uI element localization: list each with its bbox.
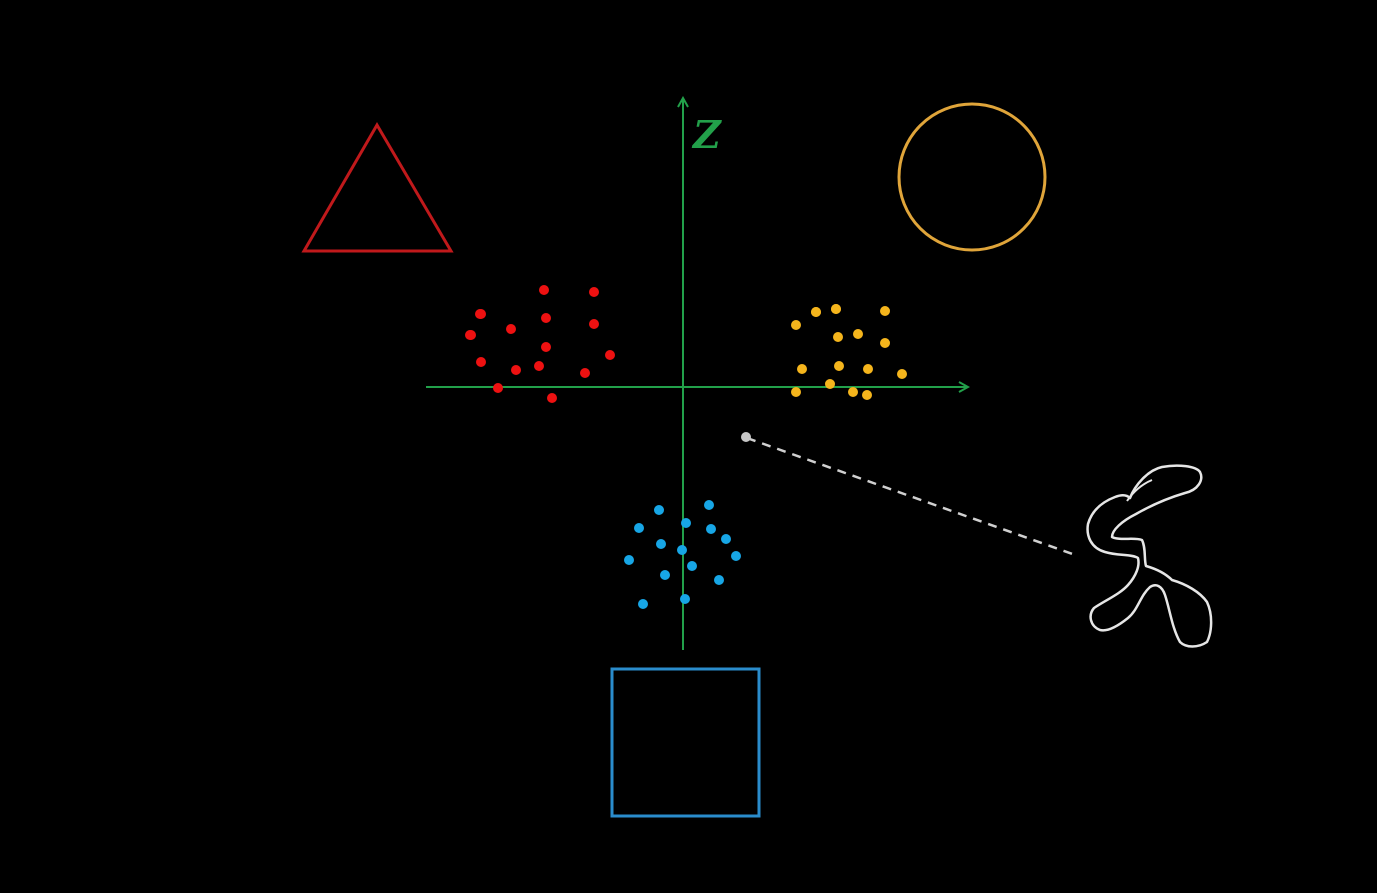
red-point-5 [541, 313, 551, 323]
blue-point-6 [656, 539, 666, 549]
query-point [741, 432, 751, 442]
red-point-14 [493, 383, 503, 393]
vertical-axis-label: Z [691, 112, 722, 157]
yellow-point-8 [797, 364, 807, 374]
blue-point-12 [660, 570, 670, 580]
blue-point-1 [654, 505, 664, 515]
yellow-point-12 [825, 379, 835, 389]
yellow-point-11 [897, 369, 907, 379]
red-point-17 [475, 309, 485, 319]
red-point-9 [476, 357, 486, 367]
blue-point-9 [731, 551, 741, 561]
blue-point-15 [680, 594, 690, 604]
yellow-point-cluster [791, 304, 907, 400]
yellow-point-9 [834, 361, 844, 371]
red-point-10 [605, 350, 615, 360]
blue-point-8 [677, 545, 687, 555]
red-point-16 [465, 330, 475, 340]
red-point-13 [580, 368, 590, 378]
blue-point-14 [638, 599, 648, 609]
blue-point-cluster [624, 500, 741, 609]
blue-point-10 [624, 555, 634, 565]
red-point-2 [539, 285, 549, 295]
blue-point-4 [681, 518, 691, 528]
sketch-inner-stroke [1126, 479, 1153, 502]
red-point-15 [547, 393, 557, 403]
red-point-8 [541, 342, 551, 352]
yellow-point-1 [791, 320, 801, 330]
blue-point-2 [704, 500, 714, 510]
yellow-point-4 [880, 306, 890, 316]
yellow-point-16 [811, 307, 821, 317]
yellow-point-5 [833, 332, 843, 342]
yellow-point-7 [880, 338, 890, 348]
yellow-point-14 [848, 387, 858, 397]
circle-outline [897, 102, 1047, 252]
red-point-3 [589, 287, 599, 297]
triangle-outline [301, 122, 454, 253]
blue-point-5 [706, 524, 716, 534]
blue-point-11 [687, 561, 697, 571]
yellow-point-15 [862, 390, 872, 400]
red-point-4 [506, 324, 516, 334]
red-point-12 [534, 361, 544, 371]
yellow-point-6 [853, 329, 863, 339]
blue-point-7 [721, 534, 731, 544]
freehand-sketch [1086, 464, 1213, 648]
red-point-cluster [465, 285, 615, 403]
yellow-point-17 [831, 304, 841, 314]
red-point-11 [511, 365, 521, 375]
axes: Z [426, 98, 968, 650]
red-point-6 [589, 319, 599, 329]
blue-point-3 [634, 523, 644, 533]
blue-point-13 [714, 575, 724, 585]
dashed-connector [746, 436, 1079, 558]
yellow-point-13 [791, 387, 801, 397]
square-outline [610, 667, 761, 818]
yellow-point-10 [863, 364, 873, 374]
